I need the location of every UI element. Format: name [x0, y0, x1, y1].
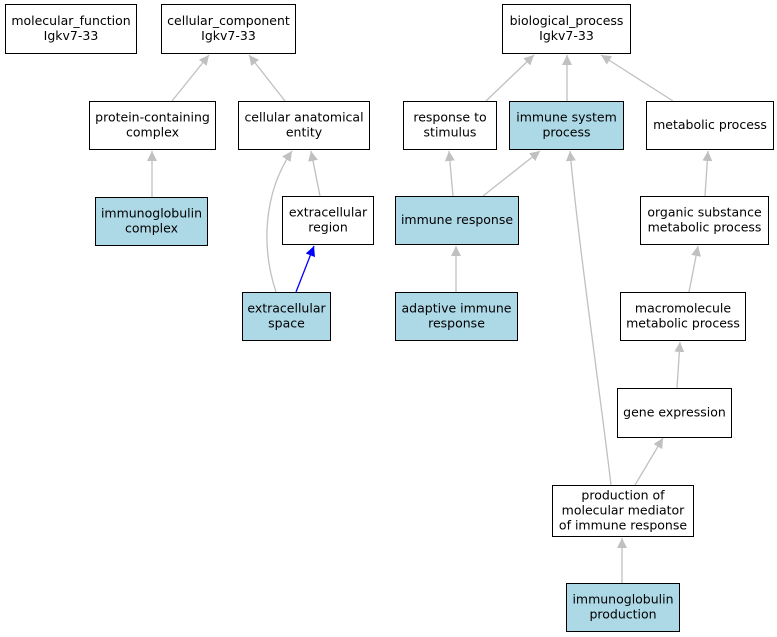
node-label-line: space — [268, 316, 305, 331]
node-label-line: Igkv7-33 — [44, 28, 99, 43]
node-label-line: cellular_component — [167, 13, 290, 28]
node-box — [403, 101, 497, 150]
node-label-line: production — [589, 607, 656, 622]
node-box — [552, 485, 694, 537]
edge-immune-response-to-immune-system-process — [482, 150, 541, 197]
node-box — [502, 4, 631, 54]
node-label-line: protein-containing — [95, 110, 210, 125]
edges-layer — [147, 54, 713, 583]
node-label-line: organic substance — [647, 205, 762, 220]
node-box — [566, 583, 680, 632]
node-label-line: Igkv7-33 — [201, 28, 256, 43]
node-label-line: process — [542, 125, 590, 140]
edge-metabolic-process-to-biological-process — [600, 54, 674, 102]
node-label-line: molecular mediator — [562, 503, 686, 518]
node-box — [640, 196, 769, 245]
node-label-line: extracellular — [289, 205, 368, 220]
node-box — [646, 101, 774, 150]
node-gene-expression[interactable]: gene expression — [617, 388, 732, 438]
node-label-line: cellular anatomical — [244, 110, 363, 125]
edge-gene-expression-to-macromolecule-metabolic-process — [674, 341, 685, 389]
node-label-line: response — [428, 316, 485, 331]
node-box — [89, 101, 216, 150]
node-label-line: entity — [286, 125, 323, 140]
edge-macromolecule-metabolic-process-to-organic-substance-metabolic-process — [688, 245, 701, 293]
node-metabolic-process[interactable]: metabolic process — [646, 101, 774, 150]
node-label-line: response to — [413, 110, 486, 125]
edge-extracellular-space-to-extracellular-region — [295, 245, 316, 293]
node-label-line: metabolic process — [626, 316, 740, 331]
node-label-line: adaptive immune — [402, 301, 512, 316]
node-box — [282, 196, 374, 245]
node-label-line: immunoglobulin — [101, 206, 202, 221]
edge-immune-response-to-response-to-stimulus — [444, 150, 455, 197]
node-label-line: biological_process — [510, 13, 624, 28]
node-box — [395, 196, 519, 245]
node-box — [238, 101, 370, 150]
node-label-line: gene expression — [623, 405, 726, 420]
edge-production-of-molecular-mediator-to-gene-expression — [634, 437, 664, 486]
node-label-line: metabolic process — [648, 220, 762, 235]
node-label-line: stimulus — [424, 125, 477, 140]
node-label-line: metabolic process — [653, 117, 767, 132]
node-label-line: complex — [125, 221, 178, 236]
nodes-layer: molecular_functionIgkv7-33cellular_compo… — [5, 4, 774, 632]
node-box — [395, 292, 518, 341]
edge-organic-substance-metabolic-process-to-metabolic-process — [702, 150, 713, 197]
node-box — [242, 292, 331, 341]
node-label-line: Igkv7-33 — [539, 28, 594, 43]
node-box — [617, 388, 732, 438]
node-box — [95, 197, 208, 246]
node-label-line: complex — [126, 125, 179, 140]
node-label-line: region — [308, 220, 348, 235]
node-label-line: extracellular — [247, 301, 326, 316]
edge-production-of-molecular-mediator-to-immune-system-process — [565, 150, 612, 486]
node-box — [509, 101, 624, 150]
edge-cellular-anatomical-entity-to-cellular-component — [248, 54, 286, 102]
node-label-line: production of — [581, 488, 665, 503]
node-label-line: immune system — [516, 110, 617, 125]
node-box — [5, 4, 137, 54]
node-label-line: macromolecule — [635, 301, 731, 316]
node-box — [620, 292, 746, 341]
edge-response-to-stimulus-to-biological-process — [485, 54, 535, 102]
node-label-line: immune response — [401, 212, 513, 227]
node-label-line: of immune response — [559, 518, 687, 533]
node-label-line: immunoglobulin — [572, 592, 673, 607]
edge-protein-containing-complex-to-cellular-component — [171, 54, 210, 102]
edge-extracellular-region-to-cellular-anatomical-entity — [308, 150, 321, 197]
node-immune-response[interactable]: immune response — [395, 196, 519, 245]
node-label-line: molecular_function — [11, 13, 130, 28]
edge-extracellular-space-to-cellular-anatomical-entity — [266, 150, 293, 293]
node-box — [161, 4, 296, 54]
